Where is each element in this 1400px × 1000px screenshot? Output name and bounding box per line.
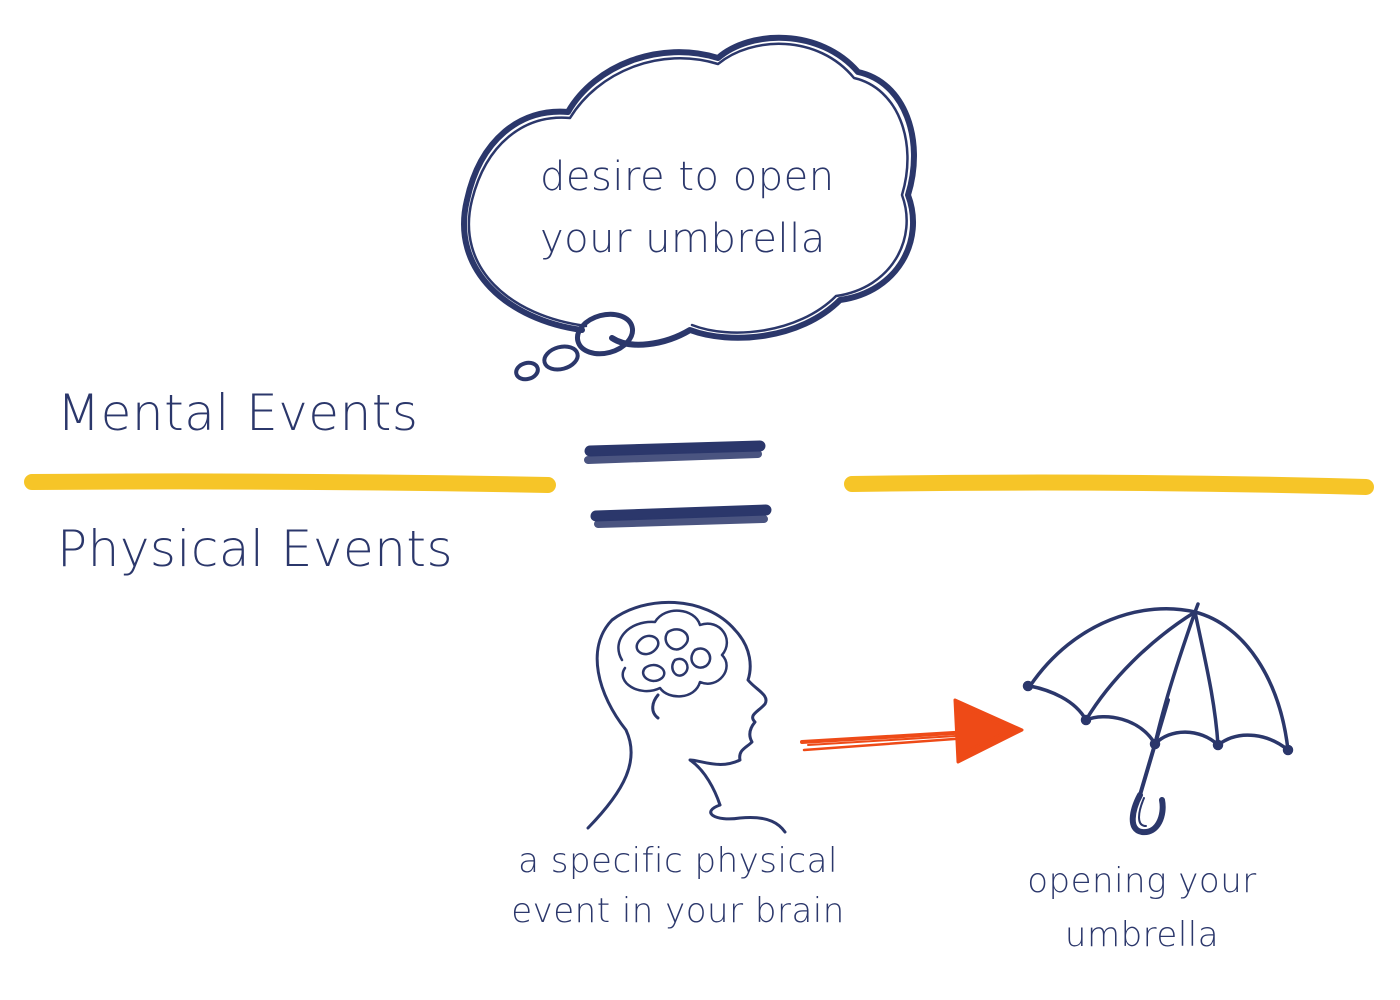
brain-caption-line1: a specific physical — [518, 841, 838, 881]
brain-caption-line2: event in your brain — [511, 891, 845, 931]
divider-right — [844, 474, 1374, 495]
umbrella-caption-line2: umbrella — [1065, 915, 1219, 955]
thought-cloud-icon — [461, 34, 917, 382]
physical-events-label: Physical Events — [57, 520, 453, 578]
equals-sign-icon — [584, 440, 772, 528]
thought-text-line1: desire to open — [540, 154, 835, 200]
thought-text-line2: your umbrella — [540, 216, 826, 262]
umbrella-icon — [1022, 602, 1294, 836]
umbrella-caption-line1: opening your — [1027, 861, 1257, 901]
divider-left — [24, 473, 556, 493]
arrow-right-icon — [800, 698, 1024, 764]
divider-line — [24, 473, 1374, 495]
mental-events-label: Mental Events — [57, 384, 418, 442]
head-with-brain-icon — [586, 600, 787, 834]
